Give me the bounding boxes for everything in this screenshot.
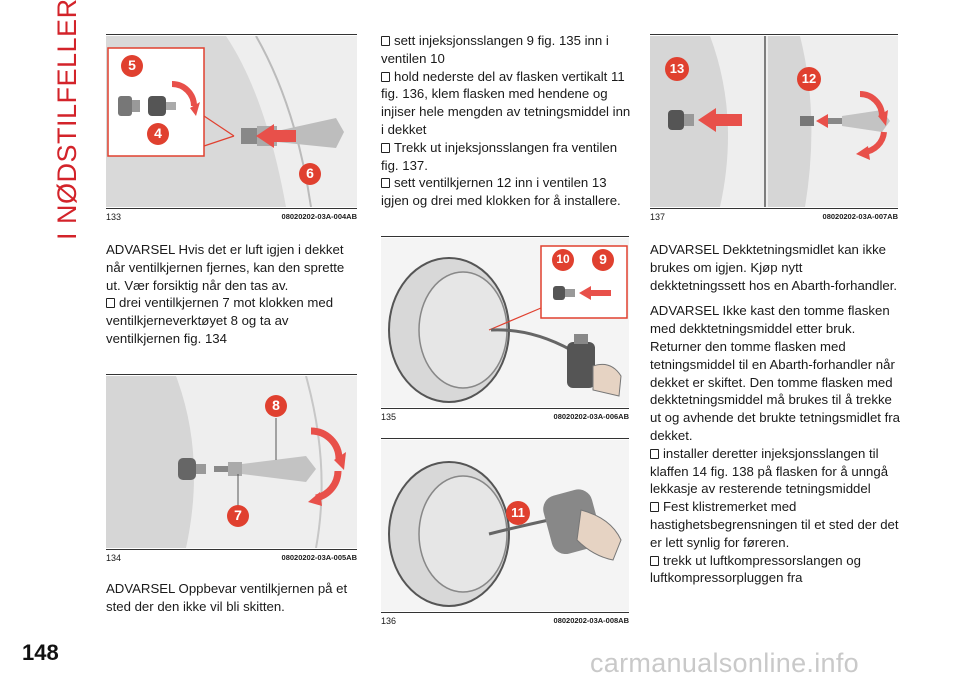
- figure-code: 08020202-03A-004AB: [281, 212, 357, 221]
- warning-text: ADVARSEL Hvis det er luft igjen i dekket…: [106, 242, 345, 293]
- checkbox-bullet-icon: [381, 142, 390, 153]
- figure-number: 136: [381, 616, 397, 626]
- checkbox-bullet-icon: [106, 298, 115, 309]
- callout-badge: 6: [298, 162, 322, 191]
- callout-badge: 9: [591, 248, 615, 277]
- figure-code: 08020202-03A-005AB: [281, 553, 357, 562]
- column-2-text: sett injeksjonsslangen 9 fig. 135 inn i …: [381, 32, 631, 210]
- figure-code: 08020202-03A-007AB: [822, 212, 898, 221]
- section-title: I NØDSTILFELLER: [40, 0, 82, 240]
- checkbox-bullet-icon: [650, 555, 659, 566]
- step-text: installer deretter injeksjonsslangen til…: [650, 445, 889, 497]
- figure-137-illustration: [650, 36, 898, 207]
- callout-badge: 8: [264, 394, 288, 423]
- column-3-text: ADVARSEL Dekktetningsmidlet kan ikke bru…: [650, 241, 900, 587]
- callout-badge: 4: [146, 122, 170, 151]
- page-number: 148: [22, 640, 59, 665]
- step-text: hold nederste del av flasken vertikalt 1…: [381, 68, 631, 137]
- checkbox-bullet-icon: [650, 448, 659, 459]
- figure-133-illustration: [106, 36, 357, 207]
- warning-text: ADVARSEL Ikke kast den tomme flasken med…: [650, 303, 900, 443]
- figure-137: 13 12 137 08020202-03A-007AB: [650, 34, 898, 225]
- section-title-text: I NØDSTILFELLER: [52, 0, 82, 240]
- figure-number: 137: [650, 212, 666, 222]
- warning-text: ADVARSEL Dekktetningsmidlet kan ikke bru…: [650, 242, 898, 293]
- checkbox-bullet-icon: [381, 178, 390, 189]
- callout-badge: 13: [664, 56, 690, 87]
- callout-badge: 7: [226, 504, 250, 533]
- step-text: trekk ut luftkompressorslangen og luftko…: [650, 552, 861, 586]
- checkbox-bullet-icon: [381, 36, 390, 46]
- callout-badge: 10: [551, 248, 575, 277]
- callout-badge: 5: [120, 54, 144, 83]
- figure-code: 08020202-03A-008AB: [553, 616, 629, 625]
- figure-135-illustration: [381, 238, 629, 407]
- column-1-text-top: ADVARSEL Hvis det er luft igjen i dekket…: [106, 241, 358, 348]
- step-text: sett ventilkjernen 12 inn i ventilen 13 …: [381, 175, 621, 209]
- callout-badge: 11: [505, 500, 531, 531]
- figure-134: 8 7 134 08020202-03A-005AB: [106, 374, 357, 566]
- figure-number: 133: [106, 212, 122, 222]
- step-text: drei ventilkjernen 7 mot klokken med ven…: [106, 295, 334, 346]
- column-1-text-bottom: ADVARSEL Oppbevar ventilkjernen på et st…: [106, 580, 358, 616]
- warning-text: ADVARSEL Oppbevar ventilkjernen på et st…: [106, 581, 348, 614]
- step-text: Fest klistremerket med hastighetsbegrens…: [650, 499, 899, 550]
- step-text: Trekk ut injeksjonsslangen fra ventilen …: [381, 139, 618, 173]
- callout-badge: 12: [796, 66, 822, 97]
- figure-number: 135: [381, 412, 397, 422]
- figure-136: 11 136 08020202-03A-008AB: [381, 438, 629, 629]
- figure-number: 134: [106, 553, 122, 563]
- watermark: carmanualsonline.info: [590, 648, 859, 678]
- step-text: sett injeksjonsslangen 9 fig. 135 inn i …: [381, 33, 609, 66]
- figure-136-illustration: [381, 440, 629, 611]
- checkbox-bullet-icon: [381, 71, 390, 82]
- figure-135: 10 9 135 08020202-03A-006AB: [381, 236, 629, 425]
- figure-133: 5 4 6 133 08020202-03A-004AB: [106, 34, 357, 225]
- checkbox-bullet-icon: [650, 502, 659, 513]
- figure-code: 08020202-03A-006AB: [553, 412, 629, 421]
